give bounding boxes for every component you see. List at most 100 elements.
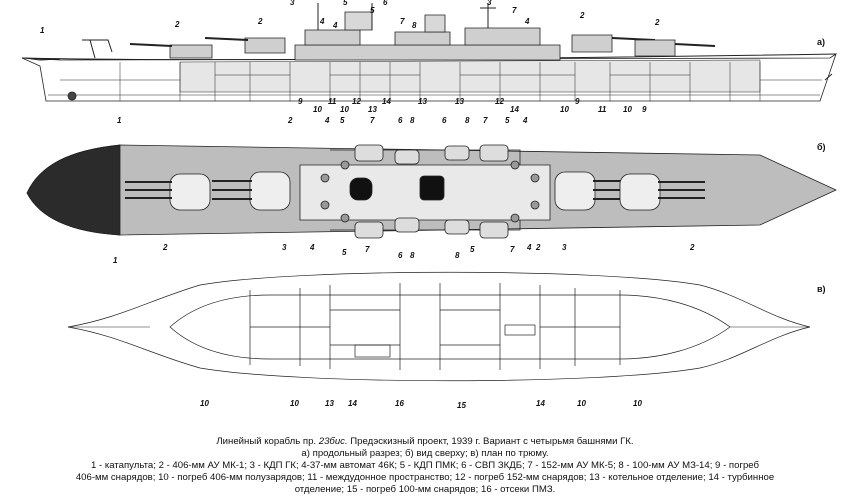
side-callout-4c: 4 — [524, 17, 530, 26]
top-callout-2d: 2 — [689, 243, 695, 252]
top-callout-7d: 7 — [510, 245, 515, 254]
top-funnel-1 — [349, 177, 373, 201]
top-callout-7c: 7 — [365, 245, 370, 254]
top-callout-5: 5 — [340, 116, 345, 125]
side-profile — [21, 3, 837, 102]
top-callout-2b: 2 — [162, 243, 168, 252]
plan-ammo-box-1 — [354, 344, 391, 358]
plan-callout-10c: 10 — [577, 399, 586, 408]
caption-line-3: 1 - катапульта; 2 - 406-мм АУ МК-1; 3 - … — [90, 460, 760, 471]
side-callout-10b: 10 — [340, 105, 349, 114]
side-callout-12a: 12 — [352, 97, 361, 106]
top-callout-8: 8 — [410, 116, 415, 125]
top-callout-7: 7 — [370, 116, 375, 125]
side-callout-13b: 13 — [418, 97, 427, 106]
side-callout-2a: 2 — [174, 20, 180, 29]
side-callout-9c: 9 — [642, 105, 647, 114]
top-callout-1: 1 — [117, 116, 122, 125]
side-callout-5b: 5 — [370, 6, 375, 15]
top-callout-6: 6 — [398, 116, 403, 125]
side-callout-3b: 3 — [487, 0, 492, 7]
side-callout-5a: 5 — [343, 0, 348, 7]
plan-callout-16: 16 — [395, 399, 404, 408]
side-callout-1: 1 — [40, 26, 45, 35]
side-turret-3 — [571, 34, 613, 53]
side-callout-7b: 7 — [512, 6, 517, 15]
top-callout-2: 2 — [287, 116, 293, 125]
side-turret-2 — [244, 37, 286, 54]
plan-callout-10d: 10 — [633, 399, 642, 408]
plan-hull — [67, 271, 811, 382]
panel-letter-v: в) — [817, 284, 826, 294]
plan-callout-14a: 14 — [348, 399, 357, 408]
side-callout-9a: 9 — [298, 97, 303, 106]
top-callout-6c: 6 — [398, 251, 403, 260]
top-callout-5b: 5 — [505, 116, 510, 125]
plan-callout-10a: 10 — [200, 399, 209, 408]
plan-callout-13: 13 — [325, 399, 334, 408]
side-funnel-2 — [424, 14, 446, 33]
top-turret-2 — [212, 171, 291, 211]
side-turret-1 — [169, 44, 213, 59]
top-callout-2c: 2 — [535, 243, 541, 252]
caption-line1-a: Линейный корабль пр. — [216, 436, 319, 447]
side-callout-13c: 13 — [455, 97, 464, 106]
side-citadel — [179, 59, 761, 93]
top-callout-6b: 6 — [442, 116, 447, 125]
top-callout-4d: 4 — [526, 243, 532, 252]
side-callout-14a: 14 — [382, 97, 391, 106]
top-callout-8d: 8 — [455, 251, 460, 260]
side-callout-2b: 2 — [257, 17, 263, 26]
top-callout-5d: 5 — [470, 245, 475, 254]
side-callout-11a: 11 — [328, 97, 337, 106]
top-callout-8c: 8 — [410, 251, 415, 260]
side-callout-9b: 9 — [575, 97, 580, 106]
side-callout-7a: 7 — [400, 17, 405, 26]
side-callout-10c: 10 — [560, 105, 569, 114]
side-callout-3: 3 — [290, 0, 295, 7]
caption-line-4: 406-мм снарядов; 10 - погреб 406-мм полу… — [75, 472, 775, 483]
side-callout-10d: 10 — [623, 105, 632, 114]
caption-line1-italic: 23бис. — [318, 436, 348, 447]
top-callout-4: 4 — [324, 116, 330, 125]
hold-plan — [67, 271, 811, 382]
top-callout-4b: 4 — [522, 116, 528, 125]
side-callout-14b: 14 — [510, 105, 519, 114]
side-superstructure — [294, 44, 561, 61]
side-turret-4 — [634, 39, 676, 57]
side-callout-6: 6 — [383, 0, 388, 7]
top-funnel-2 — [419, 175, 445, 201]
plan-ammo-box-2 — [504, 324, 536, 336]
top-callout-1b: 1 — [113, 256, 118, 265]
side-callout-12b: 12 — [495, 97, 504, 106]
caption-line-1: Линейный корабль пр. 23бис. Предэскизный… — [40, 436, 810, 448]
plan-callout-14b: 14 — [536, 399, 545, 408]
side-callout-2d: 2 — [654, 18, 660, 27]
top-callout-3b: 3 — [562, 243, 567, 252]
side-callout-4a: 4 — [319, 17, 325, 26]
panel-letter-b: б) — [817, 142, 826, 152]
side-callout-10a: 10 — [313, 105, 322, 114]
top-bow-deck — [26, 144, 121, 236]
top-turret-1 — [125, 173, 211, 211]
panel-letter-a: а) — [817, 37, 825, 47]
top-view — [26, 144, 837, 239]
caption-line1-b: Предэскизный проект, 1939 г. Вариант с ч… — [347, 436, 634, 447]
top-callout-7b: 7 — [483, 116, 488, 125]
top-callout-5c: 5 — [342, 248, 347, 257]
top-turret-4 — [619, 173, 705, 211]
side-callout-2c: 2 — [579, 11, 585, 20]
top-callout-4c: 4 — [309, 243, 315, 252]
top-turret-3 — [554, 171, 633, 211]
top-callout-8b: 8 — [465, 116, 470, 125]
side-funnel — [344, 11, 373, 31]
side-callout-4b: 4 — [332, 21, 338, 30]
figure-caption: Линейный корабль пр. 23бис. Предэскизный… — [40, 436, 810, 496]
plan-callout-15: 15 — [457, 401, 466, 410]
side-callout-8a: 8 — [412, 21, 417, 30]
